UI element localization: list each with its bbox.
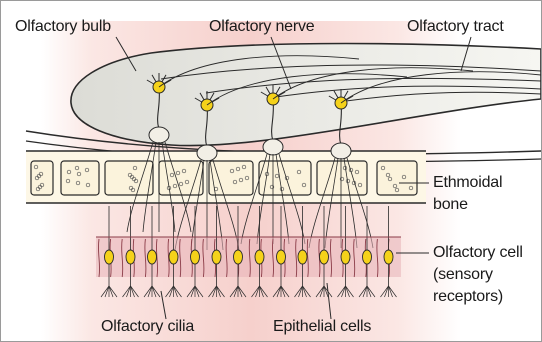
label-olfactory-cell-line3: receptors) [433, 287, 503, 307]
glomerulus [197, 145, 217, 161]
olfactory-receptor-cell [341, 250, 350, 264]
bone-cell [209, 161, 253, 195]
bone-cell [61, 161, 99, 195]
olfactory-receptor-cell [298, 250, 307, 264]
label-olfactory-bulb: Olfactory bulb [15, 17, 111, 37]
label-ethmoidal-bone-line2: bone [433, 195, 468, 215]
olfactory-receptor-cell [363, 250, 372, 264]
olfactory-receptor-cell [384, 250, 393, 264]
label-epithelial-cells: Epithelial cells [273, 317, 371, 337]
olfactory-receptor-cell [320, 250, 329, 264]
label-olfactory-cell-line2: (sensory [433, 265, 493, 285]
glomerulus [331, 143, 351, 159]
olfactory-receptor-cell [105, 250, 114, 264]
olfactory-receptor-cell [169, 250, 178, 264]
olfactory-receptor-cell [148, 250, 157, 264]
olfactory-receptor-cell [234, 250, 243, 264]
glomerulus [149, 127, 169, 143]
olfactory-receptor-cell [212, 250, 221, 264]
glomerulus [263, 139, 283, 155]
label-olfactory-cell-line1: Olfactory cell [433, 243, 523, 263]
label-ethmoidal-bone-line1: Ethmoidal [433, 173, 502, 193]
label-olfactory-cilia: Olfactory cilia [101, 317, 194, 337]
olfactory-receptor-cell [255, 250, 264, 264]
label-olfactory-tract: Olfactory tract [407, 17, 504, 37]
olfactory-receptor-cell [126, 250, 135, 264]
label-olfactory-nerve: Olfactory nerve [209, 17, 315, 37]
olfactory-receptor-cell [277, 250, 286, 264]
bone-cell [317, 161, 367, 195]
olfactory-receptor-cell [191, 250, 200, 264]
olfactory-bulb-shape [71, 44, 541, 146]
epithelium-band [96, 237, 401, 277]
